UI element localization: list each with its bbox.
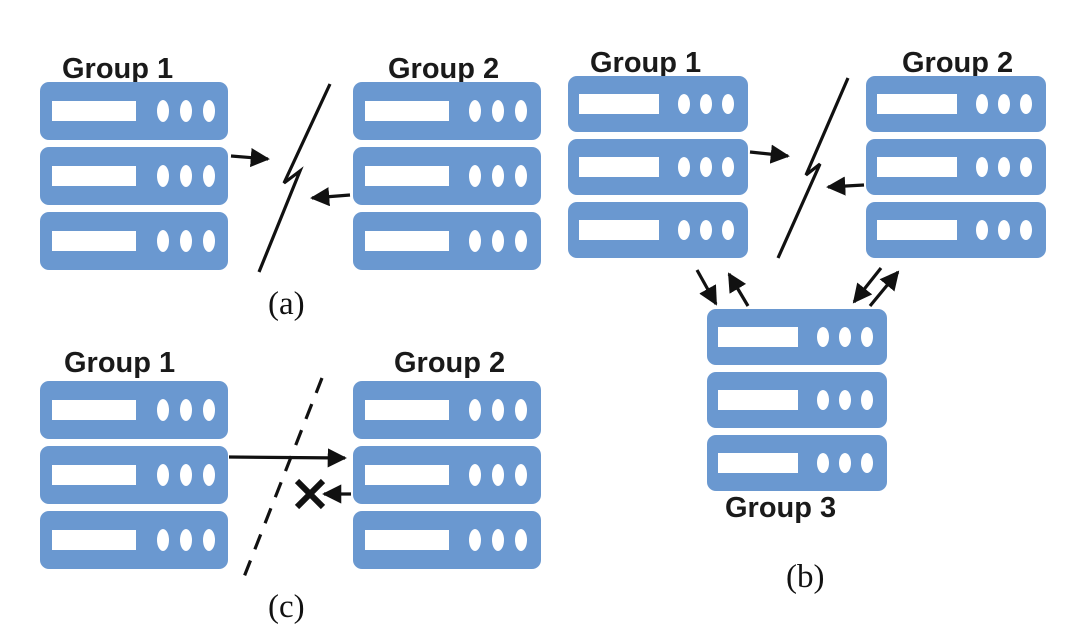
network-partition-icon: [257, 83, 332, 273]
panel-a-arrow-group2-to-partition: [310, 187, 351, 207]
panel-b-group-1-stack: [568, 76, 748, 258]
panel-a-group-2-stack: [353, 82, 541, 270]
panel-b-group-1-label: Group 1: [590, 47, 701, 79]
panel-a-group-1-stack: [40, 82, 228, 270]
panel-b-group-2-stack: [866, 76, 1046, 258]
panel-a-arrow-group1-to-partition: [230, 148, 270, 168]
server-rack-icon: [353, 446, 541, 504]
server-rack-icon: [353, 147, 541, 205]
panel-c-group-2-label: Group 2: [394, 347, 505, 379]
server-rack-icon: [40, 381, 228, 439]
server-rack-icon: [568, 139, 748, 195]
panel-b-label: (b): [786, 559, 824, 595]
server-rack-icon: [353, 511, 541, 569]
server-rack-icon: [40, 212, 228, 270]
panel-b-arrow-group2-to-group3: [852, 267, 883, 304]
panel-c-arrow-group1-to-group2: [228, 448, 347, 468]
network-partition-icon: [242, 377, 324, 578]
server-rack-icon: [866, 139, 1046, 195]
panel-c-label: (c): [268, 589, 305, 625]
blocked-x-icon: [294, 478, 326, 510]
panel-b-group-2-label: Group 2: [902, 47, 1013, 79]
panel-b-arrow-group1-to-group3: [695, 269, 718, 306]
server-rack-icon: [866, 76, 1046, 132]
panel-a-group-2-label: Group 2: [388, 53, 499, 85]
panel-b-arrow-group2-to-partition: [826, 176, 865, 196]
panel-a-label: (a): [268, 286, 305, 322]
panel-b-arrow-group3-to-group2: [868, 270, 900, 308]
server-rack-icon: [40, 446, 228, 504]
panel-c-group-2-stack: [353, 381, 541, 569]
server-rack-icon: [353, 212, 541, 270]
network-partition-icon: [776, 77, 850, 259]
panel-c-group-1-label: Group 1: [64, 347, 175, 379]
server-rack-icon: [353, 381, 541, 439]
server-rack-icon: [866, 202, 1046, 258]
panel-a: Group 1 Group 2 (a): [40, 53, 541, 322]
server-rack-icon: [568, 76, 748, 132]
panel-b-arrow-group1-to-partition: [749, 144, 790, 164]
panel-c: Group 1 Group 2 (c): [40, 347, 541, 625]
panel-c-group-1-stack: [40, 381, 228, 569]
server-rack-icon: [353, 82, 541, 140]
panel-b-group-3-stack: [707, 309, 887, 491]
server-rack-icon: [707, 309, 887, 365]
panel-a-group-1-label: Group 1: [62, 53, 173, 85]
panel-b: Group 1 Group 2 Group 3 (b): [568, 47, 1046, 595]
server-rack-icon: [40, 511, 228, 569]
panel-b-group-3-label: Group 3: [725, 492, 836, 524]
server-rack-icon: [568, 202, 748, 258]
panel-b-arrow-group3-to-group1: [727, 272, 750, 307]
server-rack-icon: [707, 435, 887, 491]
server-rack-icon: [40, 147, 228, 205]
server-rack-icon: [707, 372, 887, 428]
server-rack-icon: [40, 82, 228, 140]
